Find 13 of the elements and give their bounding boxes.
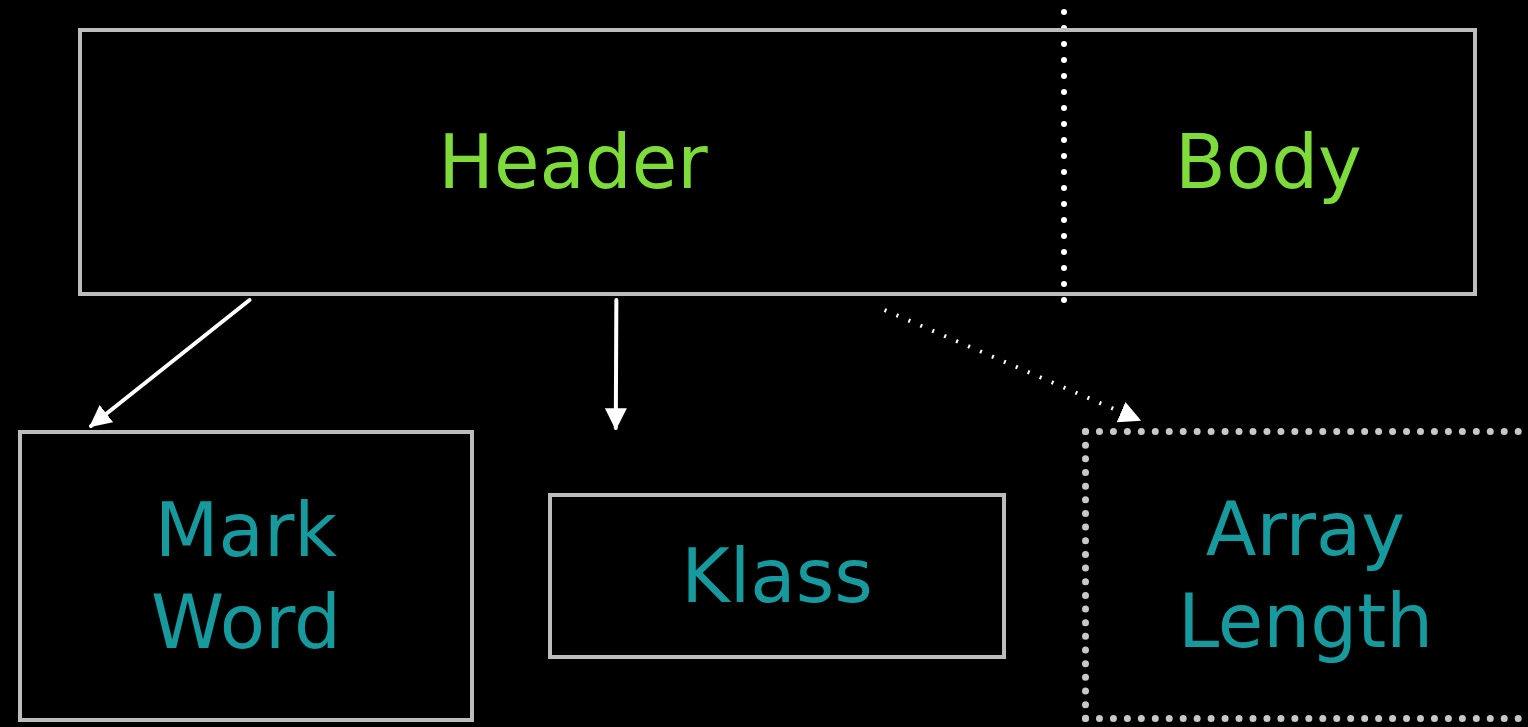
klass-box xyxy=(548,493,1006,659)
box-label: Mark Word xyxy=(150,485,342,667)
body-box xyxy=(1064,28,1477,296)
arrow xyxy=(604,298,627,431)
box-label: Array Length xyxy=(1177,484,1434,666)
mark-word-box xyxy=(18,430,474,722)
arrow xyxy=(88,298,252,428)
header-box xyxy=(78,28,1064,296)
box-label: Klass xyxy=(681,531,873,621)
box-label: Body xyxy=(1175,117,1362,207)
box-label: Header xyxy=(438,117,708,207)
array-length-box xyxy=(1082,428,1522,722)
arrow xyxy=(883,308,1142,423)
